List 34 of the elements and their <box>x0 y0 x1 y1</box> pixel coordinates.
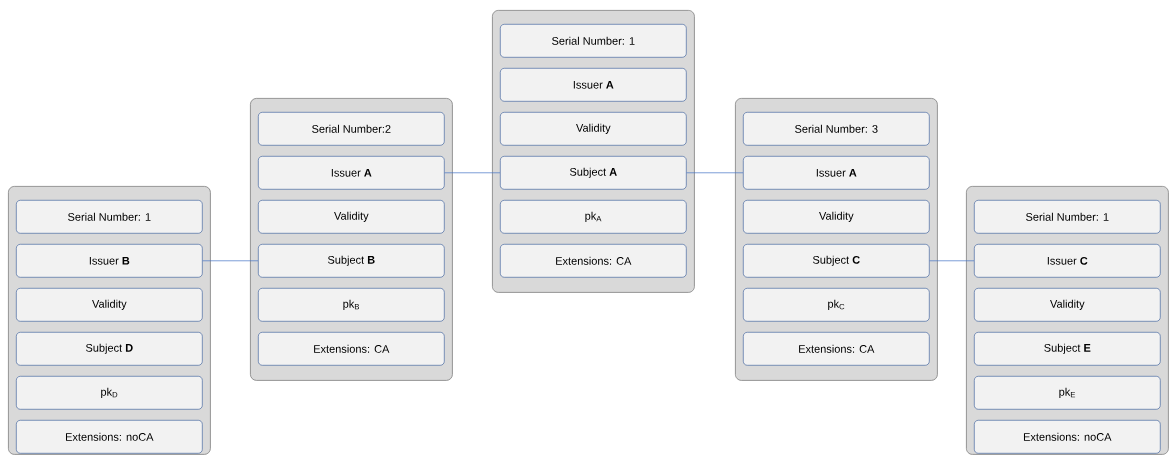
field-box: Extensions: CA <box>743 332 930 366</box>
field-box: Serial Number:2 <box>258 112 445 146</box>
field-box: Issuer A <box>743 156 930 190</box>
field-box: pk$_{C}$ <box>743 288 930 322</box>
field-box: pk$_{D}$ <box>16 376 203 410</box>
field-box: Serial Number: 3 <box>743 112 930 146</box>
field-box: Validity <box>974 288 1161 322</box>
field-box: Serial Number: 1 <box>16 200 203 234</box>
field-box: Validity <box>258 200 445 234</box>
field-box: Issuer B <box>16 244 203 278</box>
field-box: Extensions: CA <box>258 332 445 366</box>
field-box: Validity <box>743 200 930 234</box>
field-box: pk$_{E}$ <box>974 376 1161 410</box>
field-box: Subject B <box>258 244 445 278</box>
field-box: Subject E <box>974 332 1161 366</box>
field-box: Validity <box>500 112 687 146</box>
field-box: Issuer A <box>258 156 445 190</box>
field-box: Serial Number: 1 <box>974 200 1161 234</box>
field-box: Extensions: noCA <box>16 420 203 454</box>
connector-line <box>202 260 259 262</box>
connector-line <box>929 260 975 262</box>
connector-line <box>444 172 501 174</box>
field-box: pk$_{A}$ <box>500 200 687 234</box>
field-box: Issuer C <box>974 244 1161 278</box>
field-box: Subject C <box>743 244 930 278</box>
field-box: Subject D <box>16 332 203 366</box>
field-box: Extensions: noCA <box>974 420 1161 454</box>
field-box: Subject A <box>500 156 687 190</box>
field-box: Issuer A <box>500 68 687 102</box>
connector-line <box>686 172 744 174</box>
field-box: pk$_{B}$ <box>258 288 445 322</box>
field-box: Extensions: CA <box>500 244 687 278</box>
field-box: Serial Number: 1 <box>500 24 687 58</box>
field-box: Validity <box>16 288 203 322</box>
